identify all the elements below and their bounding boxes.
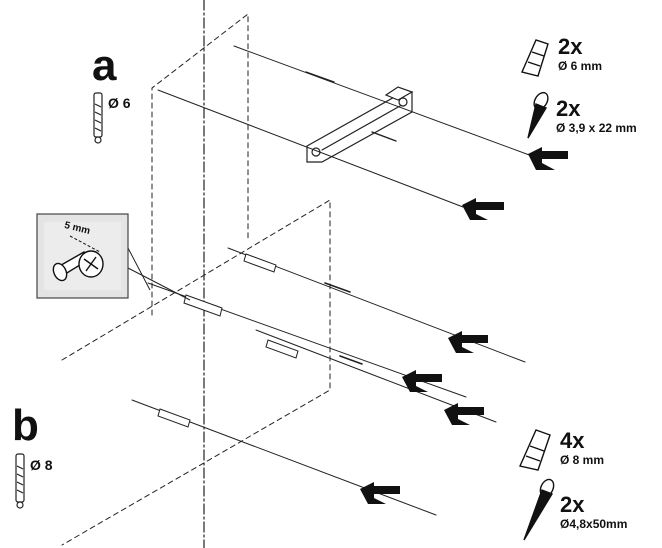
- direction-arrow: [444, 403, 484, 425]
- step-a-drill-size: Ø 6: [108, 95, 131, 111]
- direction-arrow: [360, 482, 400, 504]
- step-b-label: b: [12, 401, 39, 450]
- screw-icon: [523, 478, 555, 541]
- direction-arrow: [462, 198, 504, 220]
- direction-arrow: [448, 331, 488, 353]
- step-b-drill-size: Ø 8: [30, 457, 53, 473]
- wall-bracket: [306, 86, 414, 163]
- part-quantity: 4x: [560, 428, 585, 453]
- lower-wall-outline: [61, 199, 331, 546]
- part-quantity: 2x: [560, 492, 585, 517]
- part-quantity: 2x: [558, 34, 583, 59]
- direction-arrow: [402, 370, 442, 392]
- callout-leader: [127, 267, 191, 301]
- direction-arrow: [528, 147, 568, 170]
- drill-bit-icon: [93, 92, 103, 144]
- drill-bit-icon: [15, 453, 25, 509]
- part-spec: Ø 8 mm: [560, 453, 605, 467]
- wall-plug-icon: [519, 429, 551, 471]
- part-spec: Ø 3,9 x 22 mm: [556, 121, 637, 135]
- wall-plug-on-line: [157, 253, 299, 428]
- screw-icon: [527, 91, 549, 139]
- part-spec: Ø 6 mm: [558, 59, 603, 73]
- screw-head-detail-icon: [52, 235, 104, 282]
- wall-plug-icon: [521, 39, 549, 77]
- part-quantity: 2x: [556, 96, 581, 121]
- callout-leader: [127, 247, 151, 291]
- assembly-line: [157, 89, 464, 208]
- screw-on-line: [305, 71, 397, 142]
- screw-on-line: [324, 282, 363, 365]
- upper-wall-outline: [151, 12, 249, 316]
- assembly-line: [233, 45, 533, 157]
- part-spec: Ø4,8x50mm: [560, 517, 628, 531]
- step-a-label: a: [92, 41, 117, 90]
